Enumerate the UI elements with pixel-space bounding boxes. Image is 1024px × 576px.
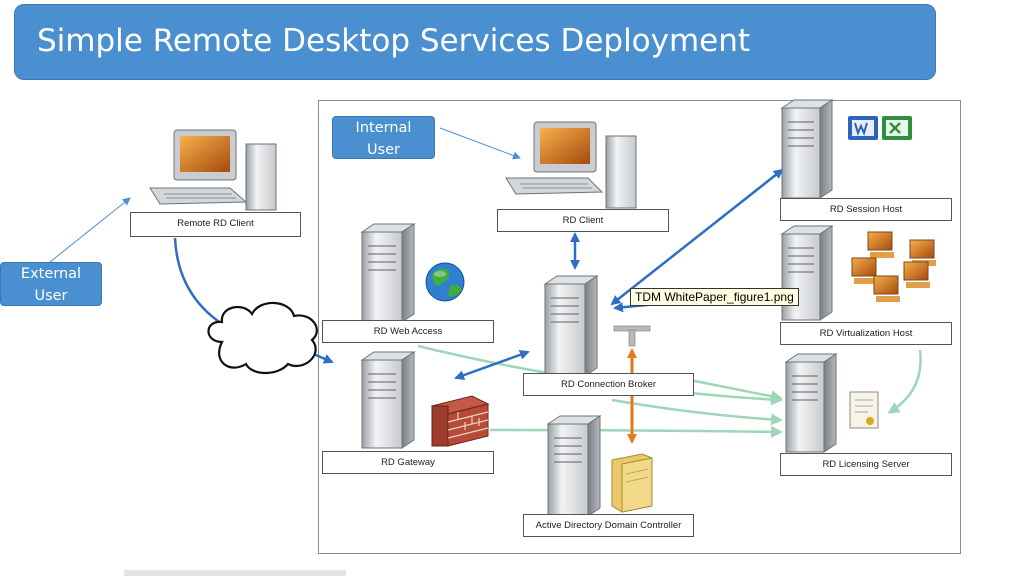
rd-connection-broker-server [543,275,599,377]
label-rd-web-access: RD Web Access [322,320,494,343]
globe-icon [425,262,465,302]
remote-rd-client-computer-icon [149,129,277,211]
virtual-desktops-icon [851,231,936,302]
label-remote-rd-client: Remote RD Client [130,212,301,237]
label-rd-virtualization-host: RD Virtualization Host [780,322,952,345]
orange-connection [613,325,651,444]
certificate-icon [849,391,879,429]
label-domain-controller: Active Directory Domain Controller [523,514,694,537]
label-rd-gateway: RD Gateway [322,451,494,474]
external-user-callout: External User [0,262,102,306]
rd-client-computer-icon [505,121,637,209]
slide-title: Simple Remote Desktop Services Deploymen… [37,23,751,59]
folder-icon [611,453,653,513]
image-tooltip: TDM WhitePaper_figure1.png [630,288,799,306]
domain-controller-server [546,415,602,517]
brick-wall-icon [430,395,490,447]
rd-web-access-server [360,223,416,323]
label-rd-connection-broker: RD Connection Broker [523,373,694,396]
internal-user-pointer [439,127,521,160]
cloud-icon [207,301,318,375]
internal-user-line2: User [366,142,401,158]
word-excel-icons [848,116,912,140]
external-user-line2: User [34,288,68,304]
external-user-line1: External [20,266,82,282]
rd-licensing-server [784,353,838,453]
external-user-pointer [49,197,131,263]
title-bar: Simple Remote Desktop Services Deploymen… [14,4,936,80]
label-rd-session-host: RD Session Host [780,198,952,221]
bottom-artifact [124,570,346,576]
rd-session-host-server [780,99,834,199]
internal-user-line1: Internal [355,120,412,136]
internal-user-callout: Internal User [332,116,435,159]
label-rd-licensing-server: RD Licensing Server [780,453,952,476]
rd-gateway-server [360,351,416,449]
label-rd-client: RD Client [497,209,669,232]
